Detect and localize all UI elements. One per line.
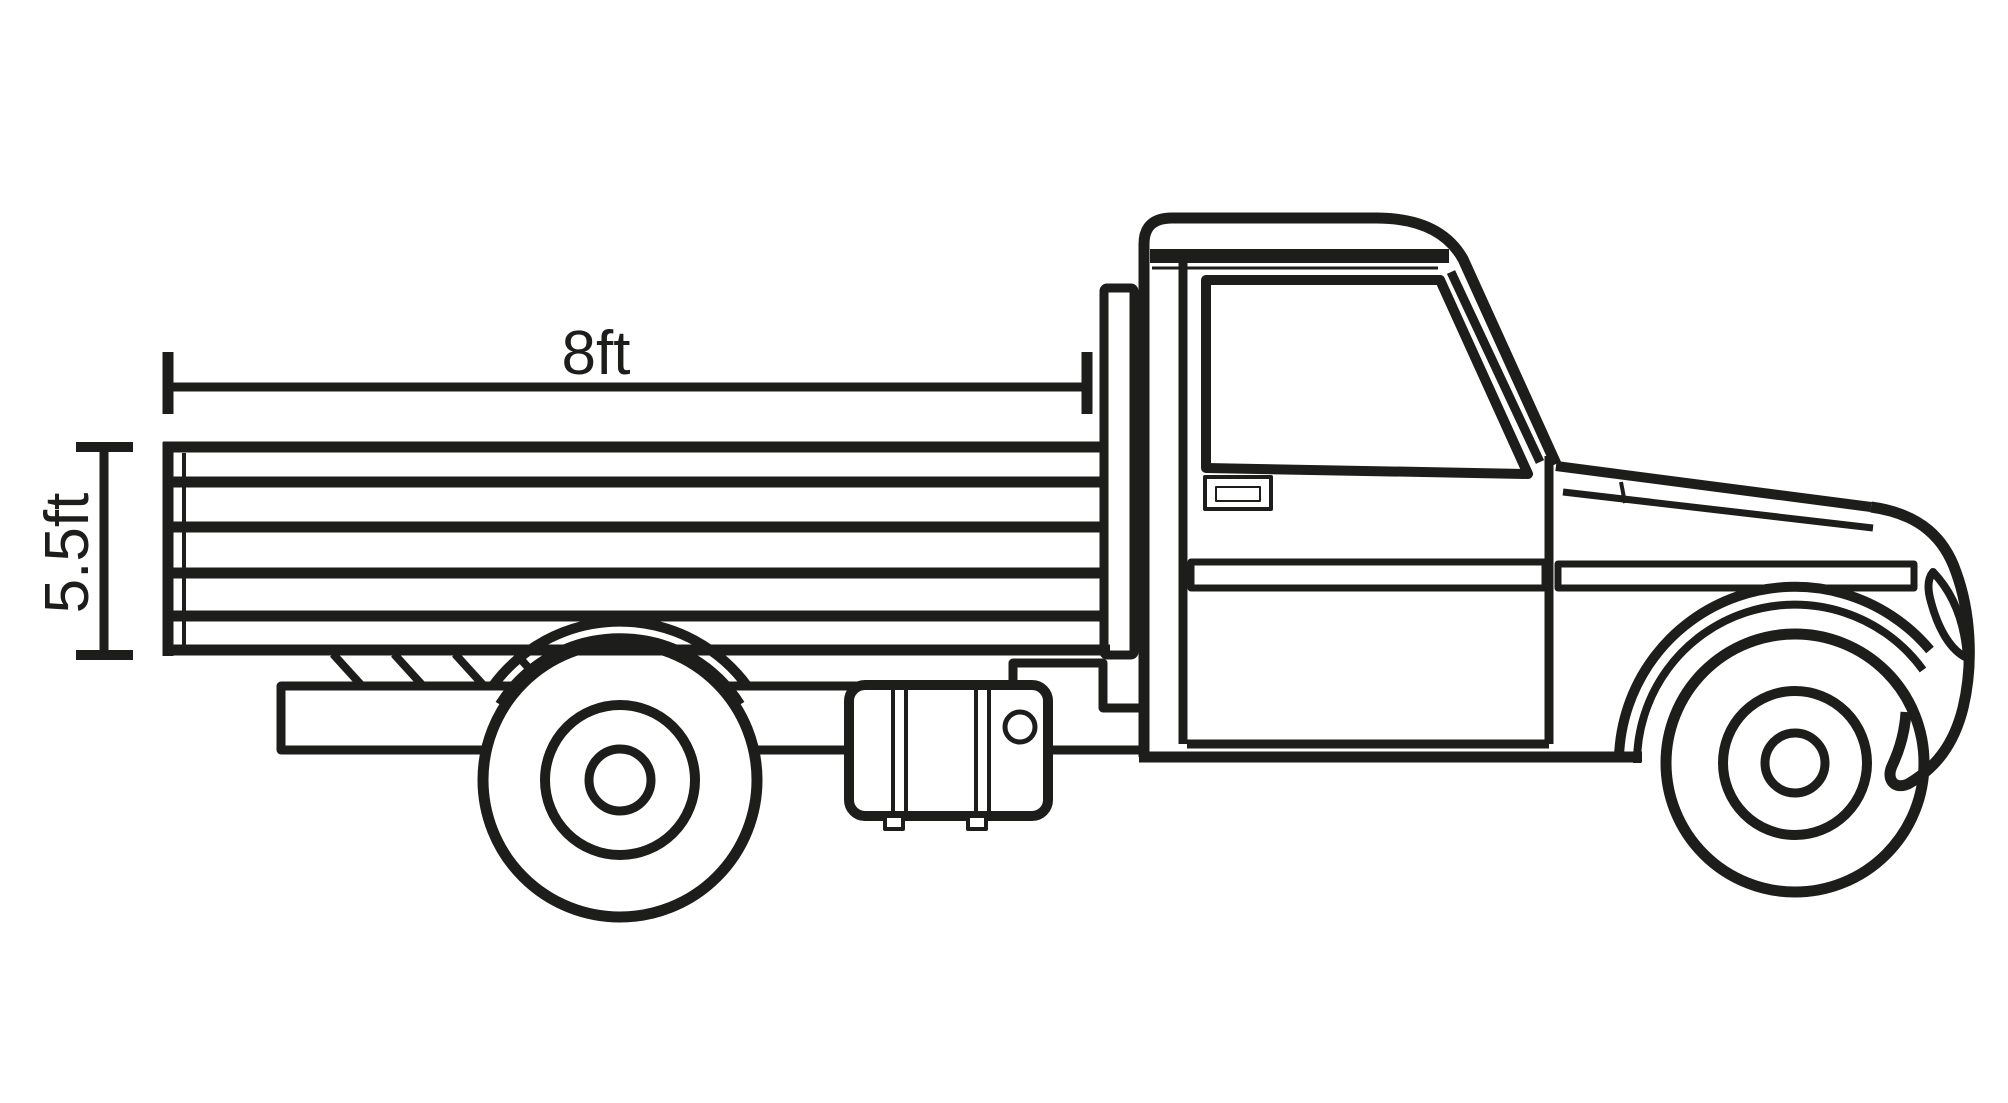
frame-step (1008, 658, 1140, 713)
fuel-cap (1002, 709, 1038, 745)
rear-wheel (477, 637, 763, 923)
front-fender-arch (1614, 581, 1934, 764)
door-handle (1203, 475, 1273, 511)
front-wheel (1660, 628, 1930, 898)
rear-fender-arch (487, 616, 753, 707)
rear-hub (584, 744, 656, 816)
tank-tab-right (966, 814, 988, 831)
hood-seam-tick (1619, 481, 1627, 504)
door-handle-insert (1215, 486, 1261, 502)
front-arch-outer (1614, 581, 1934, 758)
side-trim-fender (1554, 560, 1918, 592)
front-body (1870, 501, 1975, 792)
fuel-tank (844, 680, 1053, 831)
front-hub (1760, 728, 1830, 798)
bed-height-label: 5.5ft (33, 493, 102, 614)
rear-rim (540, 700, 700, 860)
frame-hatch-2 (391, 651, 427, 690)
cab-outline (1138, 212, 1562, 757)
front-profile (1870, 501, 1975, 792)
rear-arch-outer (487, 616, 753, 690)
frame-hatch-3 (452, 651, 488, 690)
side-window (1201, 275, 1533, 479)
truck-bed (162, 283, 1139, 660)
front-rim (1718, 686, 1872, 840)
rear-arch-inner (495, 633, 745, 707)
bed-length-dimension: 8ft (162, 319, 1093, 414)
bed-length-label: 8ft (562, 319, 631, 388)
hood-lower-line (1562, 488, 1874, 532)
a-pillar-inner (1446, 270, 1545, 464)
front-tire (1660, 628, 1930, 898)
bed-height-dimension: 5.5ft (33, 442, 133, 660)
frame-hatch-1 (330, 651, 366, 690)
bed-headboard (1099, 283, 1139, 660)
cab (1138, 212, 1918, 763)
front-arch-inner (1632, 600, 1927, 764)
rear-tire (477, 637, 763, 923)
fuel-tank-body (844, 680, 1053, 821)
side-trim-door (1187, 558, 1549, 592)
tank-tab-left (883, 814, 905, 831)
headlight-crescent (1924, 568, 1971, 662)
hood-top-line (1555, 461, 1872, 512)
